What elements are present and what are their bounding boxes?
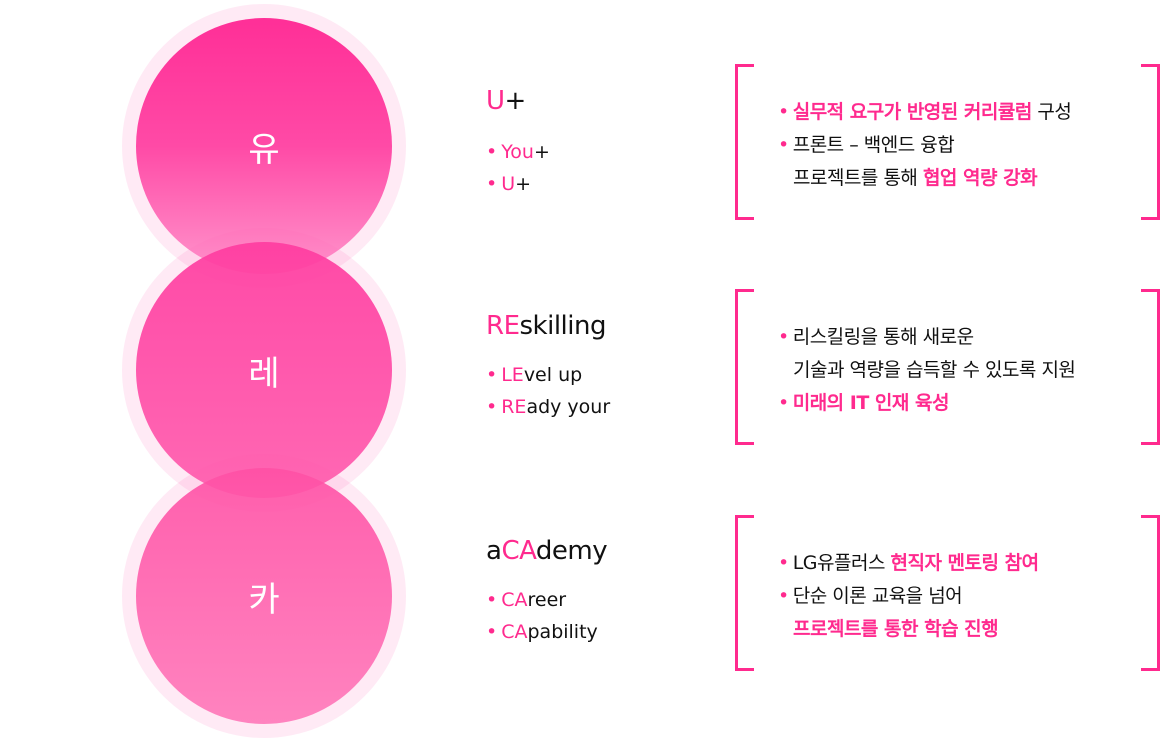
right-bracket <box>1141 289 1160 445</box>
bullet-dot-icon: • <box>778 552 789 574</box>
row-sub-list: •You+•U+ <box>486 136 550 200</box>
sub-segment: You <box>501 141 534 163</box>
description-line: 기술과 역량을 습득할 수 있도록 지원 <box>778 354 1076 387</box>
title-segment: a <box>486 536 502 566</box>
sub-segment: ady your <box>526 396 611 418</box>
sub-segment: pability <box>527 621 598 643</box>
sub-item: •CApability <box>486 616 598 648</box>
description-segment: 프로젝트를 통한 학습 진행 <box>793 618 999 640</box>
sub-segment: CA <box>501 589 528 611</box>
bullet-dot-icon: • <box>486 173 498 195</box>
row-sub-list: •CAreer•CApability <box>486 584 598 648</box>
description-line: •단순 이론 교육을 넘어 <box>778 580 1039 613</box>
right-bracket <box>1141 515 1160 671</box>
sub-segment: CA <box>501 621 528 643</box>
row-sub-list: •LEvel up•REady your <box>486 359 610 423</box>
description-segment: 실무적 요구가 반영된 커리큘럼 <box>792 101 1033 123</box>
bullet-dot-icon: • <box>486 364 498 386</box>
sub-item: •REady your <box>486 391 610 423</box>
left-bracket <box>735 64 754 220</box>
description-line: •미래의 IT 인재 육성 <box>778 387 1075 420</box>
circle-label: 유 <box>248 129 280 170</box>
description-segment: 미래의 IT 인재 육성 <box>792 392 950 414</box>
circle-3: 카 <box>136 468 392 724</box>
description-line: •프론트 – 백엔드 융합 <box>778 129 1071 162</box>
title-segment: U <box>486 86 505 116</box>
description-line: •실무적 요구가 반영된 커리큘럼 구성 <box>778 96 1072 129</box>
description-segment: 협업 역량 강화 <box>922 167 1038 189</box>
title-segment: CA <box>501 536 536 566</box>
bullet-dot-icon: • <box>486 396 498 418</box>
description-line: 프로젝트를 통한 학습 진행 <box>778 613 1039 646</box>
bullet-dot-icon: • <box>778 392 789 414</box>
row-title: U+ <box>486 86 526 116</box>
sub-item: •LEvel up <box>486 359 610 391</box>
right-bracket <box>1141 64 1160 220</box>
title-segment: RE <box>486 311 520 341</box>
description-segment: 구성 <box>1031 101 1072 123</box>
description-line: 프로젝트를 통해 협업 역량 강화 <box>778 162 1071 195</box>
description-line: •리스킬링을 통해 새로운 <box>778 321 1075 354</box>
description-segment: 단순 이론 교육을 넘어 <box>792 585 963 607</box>
description-segment: 현직자 멘토링 참여 <box>890 552 1040 574</box>
sub-segment: vel up <box>523 364 583 386</box>
left-bracket <box>735 289 754 445</box>
bullet-dot-icon: • <box>486 589 498 611</box>
circle-2: 레 <box>136 242 392 498</box>
sub-segment: + <box>515 173 532 195</box>
circle-1: 유 <box>136 18 392 274</box>
sub-item: •CAreer <box>486 584 598 616</box>
description-line: •LG유플러스 현직자 멘토링 참여 <box>778 547 1039 580</box>
description-segment: LG유플러스 <box>792 552 891 574</box>
row-title: aCAdemy <box>486 536 608 566</box>
bullet-dot-icon: • <box>778 585 789 607</box>
bullet-dot-icon: • <box>778 134 789 156</box>
sub-item: •U+ <box>486 168 550 200</box>
sub-segment: RE <box>501 396 527 418</box>
left-bracket <box>735 515 754 671</box>
row-title: REskilling <box>486 311 606 341</box>
title-segment: + <box>504 86 527 116</box>
title-segment: skilling <box>519 311 607 341</box>
circle-label: 레 <box>248 353 280 394</box>
bullet-dot-icon: • <box>486 141 498 163</box>
sub-item: •You+ <box>486 136 550 168</box>
circle-label: 카 <box>248 579 280 620</box>
sub-segment: LE <box>501 364 524 386</box>
sub-segment: + <box>533 141 550 163</box>
sub-segment: U <box>501 173 516 195</box>
description-segment: 리스킬링을 통해 새로운 <box>792 326 974 348</box>
bullet-dot-icon: • <box>486 621 498 643</box>
bullet-dot-icon: • <box>778 101 789 123</box>
description-segment: 기술과 역량을 습득할 수 있도록 지원 <box>793 359 1076 381</box>
sub-segment: reer <box>527 589 567 611</box>
description-segment: 프론트 – 백엔드 융합 <box>792 134 955 156</box>
description-segment: 프로젝트를 통해 <box>793 167 923 189</box>
title-segment: demy <box>535 536 608 566</box>
bullet-dot-icon: • <box>778 326 789 348</box>
